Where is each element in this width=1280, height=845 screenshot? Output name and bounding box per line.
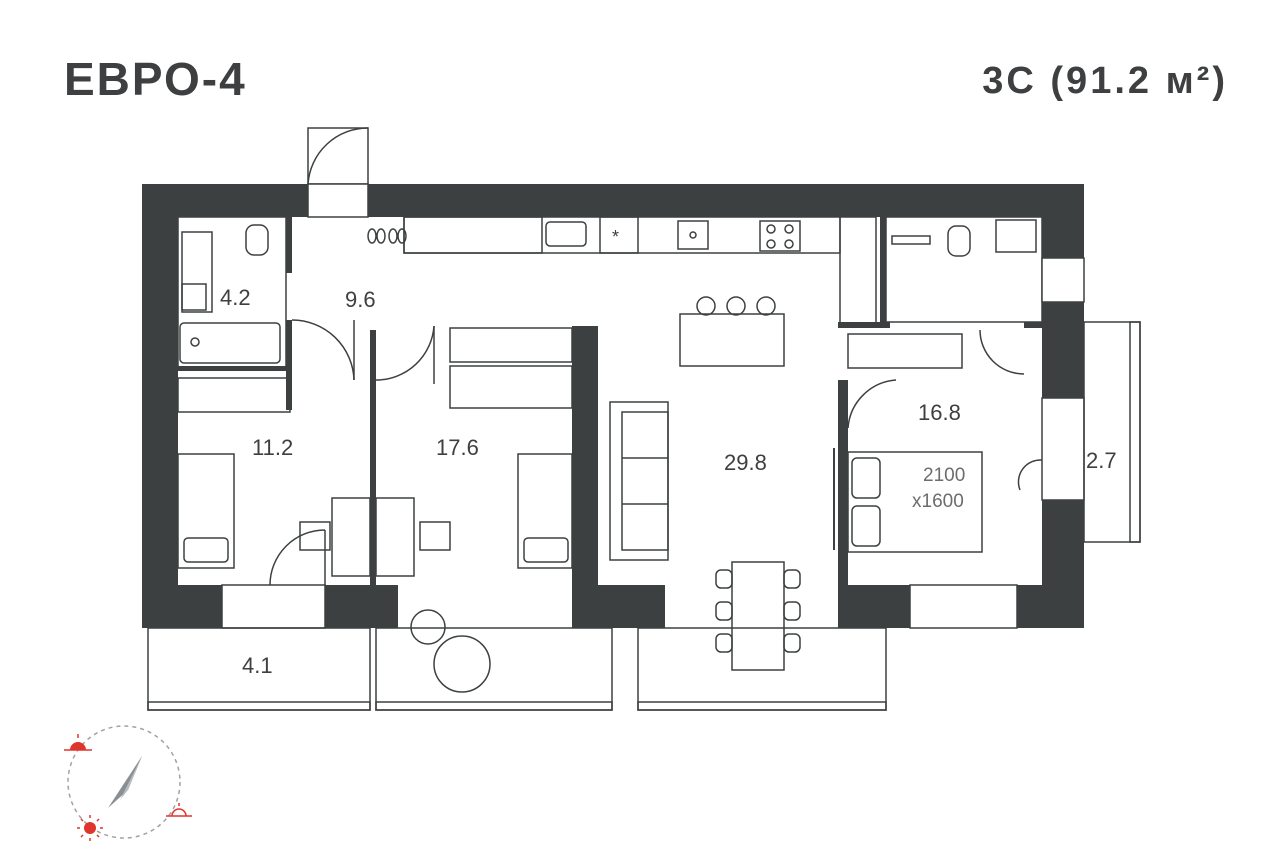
loggia-middle (375, 627, 613, 711)
room-area-loggia-left: 4.1 (242, 653, 273, 678)
room-area-bedroom-middle: 17.6 (436, 435, 479, 460)
hallway: 9.6 (291, 228, 435, 384)
room-area-bedroom-small: 11.2 (252, 435, 293, 460)
exterior-walls (142, 184, 1084, 628)
bedroom-middle: 17.6 (375, 327, 573, 693)
room-area-balcony-right: 2.7 (1086, 448, 1117, 473)
bed-size-line2: x1600 (912, 491, 964, 512)
kitchen: * (403, 216, 841, 367)
bottom-windows (221, 584, 1018, 629)
room-area-bathroom: 4.2 (220, 285, 251, 310)
loggia-right (637, 627, 887, 711)
bathroom: 4.2 (177, 216, 287, 368)
compass-icon (67, 725, 181, 839)
sunset-icon (166, 803, 192, 817)
balcony-right: 2.7 (1041, 257, 1141, 543)
room-area-master-bedroom: 16.8 (918, 400, 961, 425)
loggia-left: 4.1 (147, 627, 371, 711)
plan-title: ЕВРО-4 (64, 53, 247, 105)
plan-subtitle: 3С (91.2 м²) (982, 60, 1228, 102)
interior-walls (178, 216, 1044, 586)
sunrise-icon (64, 734, 92, 751)
bedroom-small: 11.2 (177, 377, 371, 586)
room-area-living: 29.8 (724, 450, 767, 475)
bed-size-line1: 2100 (923, 465, 965, 486)
living-room: 29.8 (609, 401, 801, 671)
entrance-door-icon (307, 127, 369, 218)
sun-icon (77, 815, 103, 841)
svg-text:*: * (612, 227, 619, 247)
master-bedroom: 16.8 2100 x1600 (833, 216, 1043, 553)
room-area-hallway: 9.6 (345, 287, 376, 312)
